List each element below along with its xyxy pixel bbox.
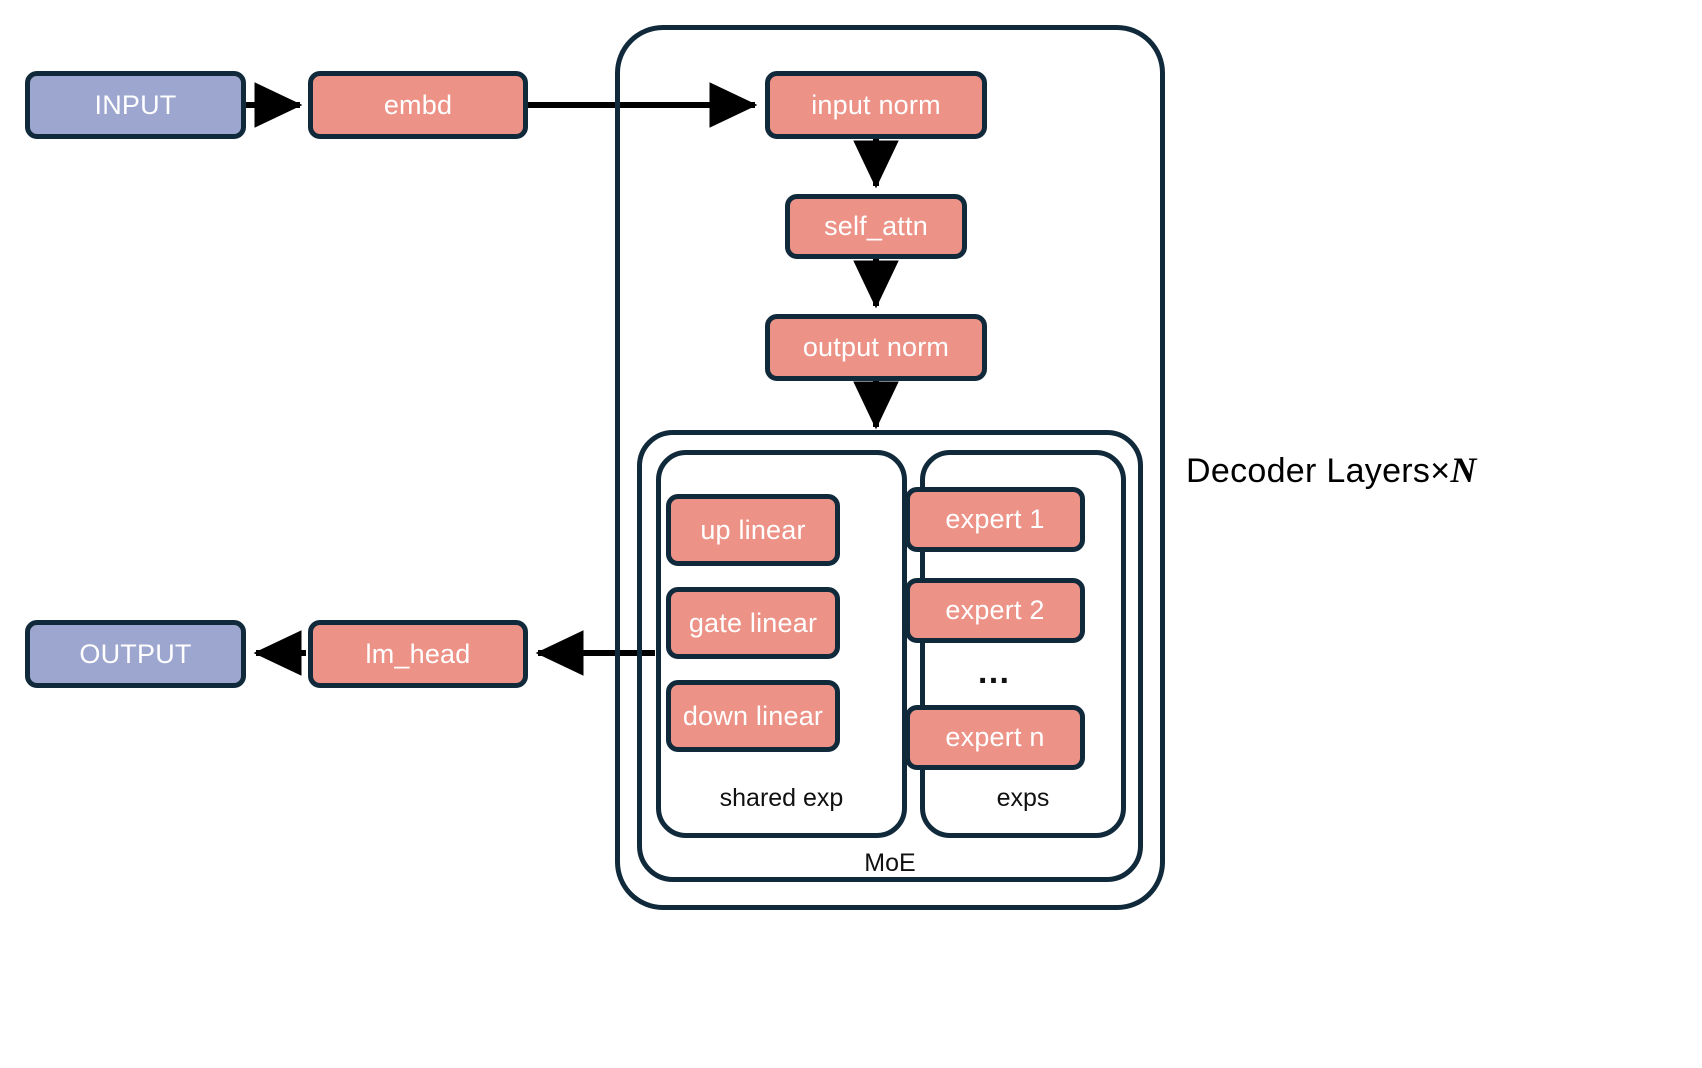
exps-label: exps <box>996 784 1050 812</box>
node-input-norm[interactable]: input norm <box>765 71 987 139</box>
node-expert-n[interactable]: expert n <box>905 705 1085 770</box>
node-up-linear-label: up linear <box>700 514 806 545</box>
node-lm-head-label: lm_head <box>365 638 471 669</box>
node-expert-n-label: expert n <box>945 722 1045 752</box>
node-output-label: OUTPUT <box>79 638 192 669</box>
node-self-attn[interactable]: self_attn <box>785 194 967 259</box>
node-gate-linear[interactable]: gate linear <box>666 587 840 659</box>
node-output-norm[interactable]: output norm <box>765 314 987 381</box>
shared-exp-label: shared exp <box>719 784 844 812</box>
node-output-norm-label: output norm <box>802 332 950 362</box>
node-up-linear[interactable]: up linear <box>666 494 840 566</box>
node-input-label: INPUT <box>94 89 177 120</box>
exps-group <box>920 450 1126 838</box>
moe-group <box>637 430 1143 882</box>
decoder-caption-variable: N <box>1450 450 1477 490</box>
node-output[interactable]: OUTPUT <box>25 620 246 688</box>
node-self-attn-label: self_attn <box>824 211 928 241</box>
node-down-linear[interactable]: down linear <box>666 680 840 752</box>
decoder-caption-prefix: Decoder Layers× <box>1186 452 1451 490</box>
node-down-linear-label: down linear <box>682 700 824 731</box>
node-input[interactable]: INPUT <box>25 71 246 139</box>
decoder-layers-caption: Decoder Layers×N <box>1186 452 1477 488</box>
experts-ellipsis: … <box>976 653 1014 691</box>
node-expert-2[interactable]: expert 2 <box>905 578 1085 643</box>
moe-label: MoE <box>864 849 916 877</box>
node-expert-2-label: expert 2 <box>945 595 1045 625</box>
node-expert-1[interactable]: expert 1 <box>905 487 1085 552</box>
node-gate-linear-label: gate linear <box>688 607 818 638</box>
decoder-layers-group <box>615 25 1165 910</box>
node-expert-1-label: expert 1 <box>945 504 1045 534</box>
node-embd-label: embd <box>383 89 453 120</box>
node-lm-head[interactable]: lm_head <box>308 620 528 688</box>
node-input-norm-label: input norm <box>811 89 941 120</box>
node-embd[interactable]: embd <box>308 71 528 139</box>
shared-exp-group <box>656 450 907 838</box>
